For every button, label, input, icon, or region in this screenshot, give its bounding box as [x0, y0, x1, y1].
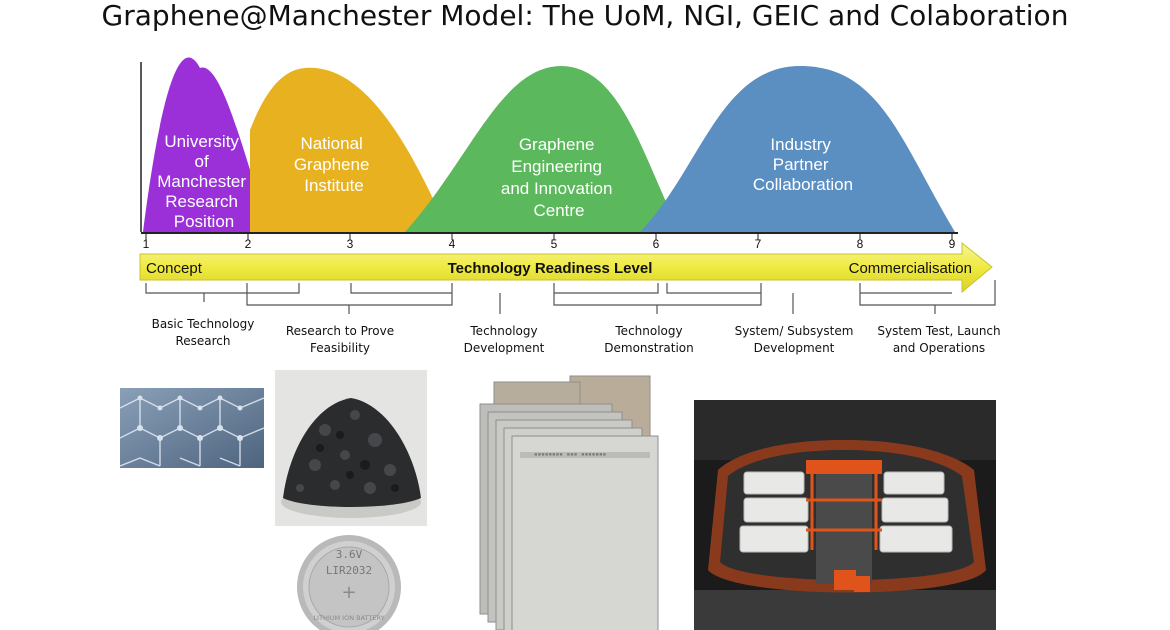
arrow-label-trl: Technology Readiness Level [448, 260, 653, 277]
trl-tick-7: 7 [755, 237, 762, 251]
plus-icon: + [341, 582, 356, 603]
graphene-lattice-image [120, 388, 264, 468]
trl-tick-1: 1 [143, 237, 150, 251]
bell-label-geic: Graphene Engineering and Innovation Cent… [501, 135, 617, 220]
bell-label-uom: University of Manchester Research Positi… [157, 132, 251, 231]
bell-ngi [250, 67, 448, 232]
bell-geic [405, 66, 680, 232]
stage-brackets [145, 280, 996, 314]
coin-model: LIR2032 [326, 564, 372, 577]
bell-industry [640, 66, 955, 232]
trl-tick-labels: 1 2 3 4 5 6 7 8 9 [143, 237, 956, 251]
trl-arrow [139, 241, 993, 294]
bell-label-ngi: National Graphene Institute [294, 134, 374, 195]
trl-tick-3: 3 [347, 237, 354, 251]
trl-diagram: University of Manchester Research Positi… [139, 57, 996, 314]
pouch-cells-image: ▪▪▪▪▪▪▪▪ ▪▪▪ ▪▪▪▪▪▪▪ [474, 374, 662, 630]
battery-pack-image [694, 400, 996, 630]
bell-uom [143, 57, 270, 232]
arrow-label-concept: Concept [146, 260, 203, 277]
page-title: Graphene@Manchester Model: The UoM, NGI,… [101, 0, 1069, 32]
coin-voltage: 3.6V [336, 548, 363, 561]
coin-ring-text: LITHIUM ION BATTERY [313, 614, 384, 622]
coin-cell-image: 3.6V LIR2032 + LITHIUM ION BATTERY [290, 532, 408, 630]
bell-label-industry: Industry Partner Collaboration [753, 135, 853, 194]
trl-tick-6: 6 [653, 237, 660, 251]
graphite-powder-image [275, 370, 427, 526]
trl-ticks [145, 233, 953, 240]
trl-tick-4: 4 [449, 237, 456, 251]
trl-tick-5: 5 [551, 237, 558, 251]
cell-marking: ▪▪▪▪▪▪▪▪ ▪▪▪ ▪▪▪▪▪▪▪ [534, 451, 606, 458]
trl-tick-8: 8 [857, 237, 864, 251]
trl-tick-9: 9 [949, 237, 956, 251]
trl-tick-2: 2 [245, 237, 252, 251]
arrow-label-commercialisation: Commercialisation [849, 260, 972, 277]
